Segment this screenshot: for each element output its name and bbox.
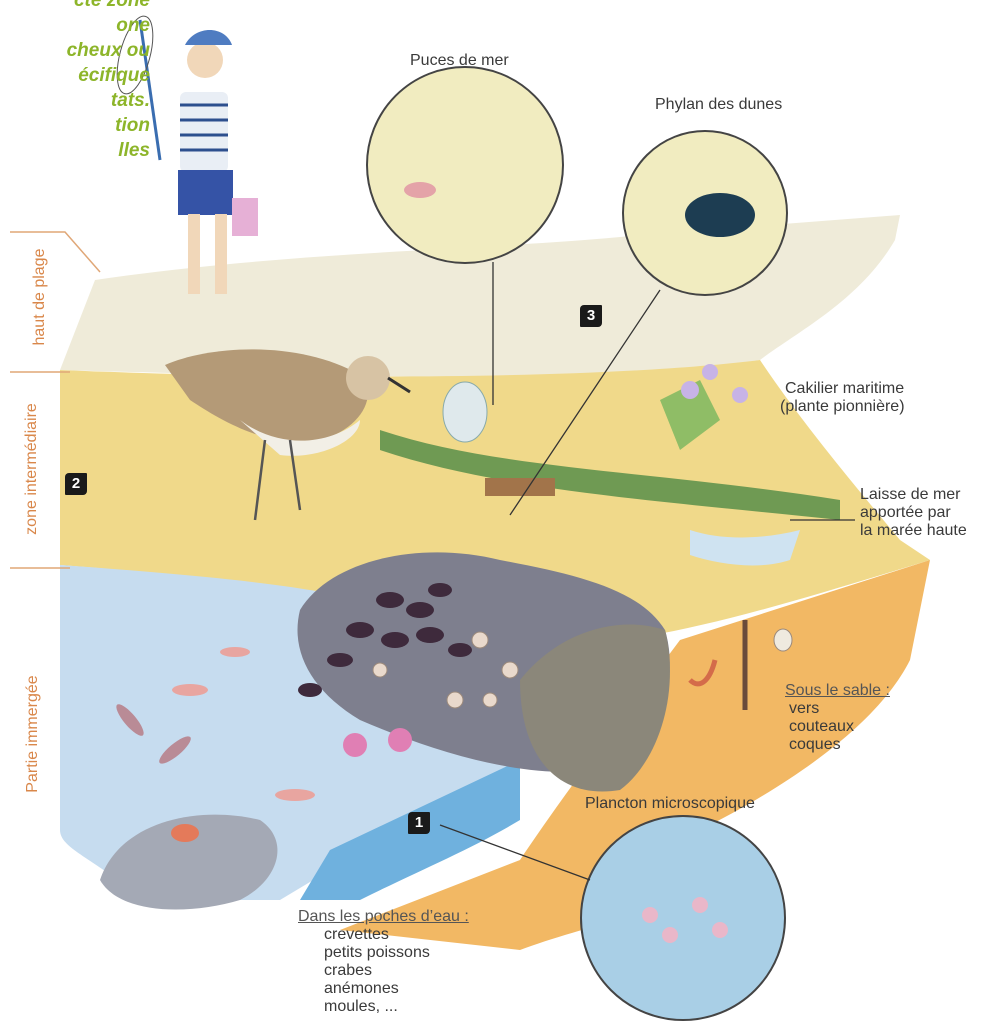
intro-line: one xyxy=(0,13,150,38)
list-item: crevettes xyxy=(298,926,469,944)
intro-text: cte zone one cheux ou écifique tats. tio… xyxy=(0,0,150,163)
zone-label-middle: zone intermédiaire xyxy=(23,389,41,549)
badge-3: 3 xyxy=(580,305,602,327)
intro-line: écifique xyxy=(0,63,150,88)
sous-le-sable-title: Sous le sable : xyxy=(785,682,890,700)
intro-line: cte zone xyxy=(0,0,150,13)
poches-eau-title: Dans les poches d’eau : xyxy=(298,908,469,926)
label-laisse-3: la marée haute xyxy=(860,522,967,540)
list-item: coques xyxy=(785,736,890,754)
list-item: couteaux xyxy=(785,718,890,736)
cockle xyxy=(774,629,792,651)
label-plancton: Plancton microscopique xyxy=(585,795,755,813)
label-laisse-1: Laisse de mer xyxy=(860,486,961,504)
label-cakilier-1: Cakilier maritime xyxy=(785,380,904,398)
poches-eau-list: Dans les poches d’eau : crevettes petits… xyxy=(298,908,469,1016)
zone-label-top: haut de plage xyxy=(31,237,49,357)
sous-le-sable-list: Sous le sable : vers couteaux coques xyxy=(785,682,890,754)
intro-line: tion xyxy=(0,113,150,138)
label-laisse-2: apportée par xyxy=(860,504,951,522)
badge-1: 1 xyxy=(408,812,430,834)
crab xyxy=(171,824,199,842)
intro-line: lles xyxy=(0,138,150,163)
intro-line: cheux ou xyxy=(0,38,150,63)
list-item: moules, ... xyxy=(298,998,469,1016)
label-puces-de-mer: Puces de mer xyxy=(410,52,509,70)
list-item: petits poissons xyxy=(298,944,469,962)
zone-label-bottom: Partie immergée xyxy=(24,669,42,799)
list-item: anémones xyxy=(298,980,469,998)
badge-2: 2 xyxy=(65,473,87,495)
list-item: crabes xyxy=(298,962,469,980)
list-item: vers xyxy=(785,700,890,718)
label-cakilier-2: (plante pionnière) xyxy=(780,398,905,416)
label-phylan-des-dunes: Phylan des dunes xyxy=(655,96,782,114)
intro-line: tats. xyxy=(0,88,150,113)
